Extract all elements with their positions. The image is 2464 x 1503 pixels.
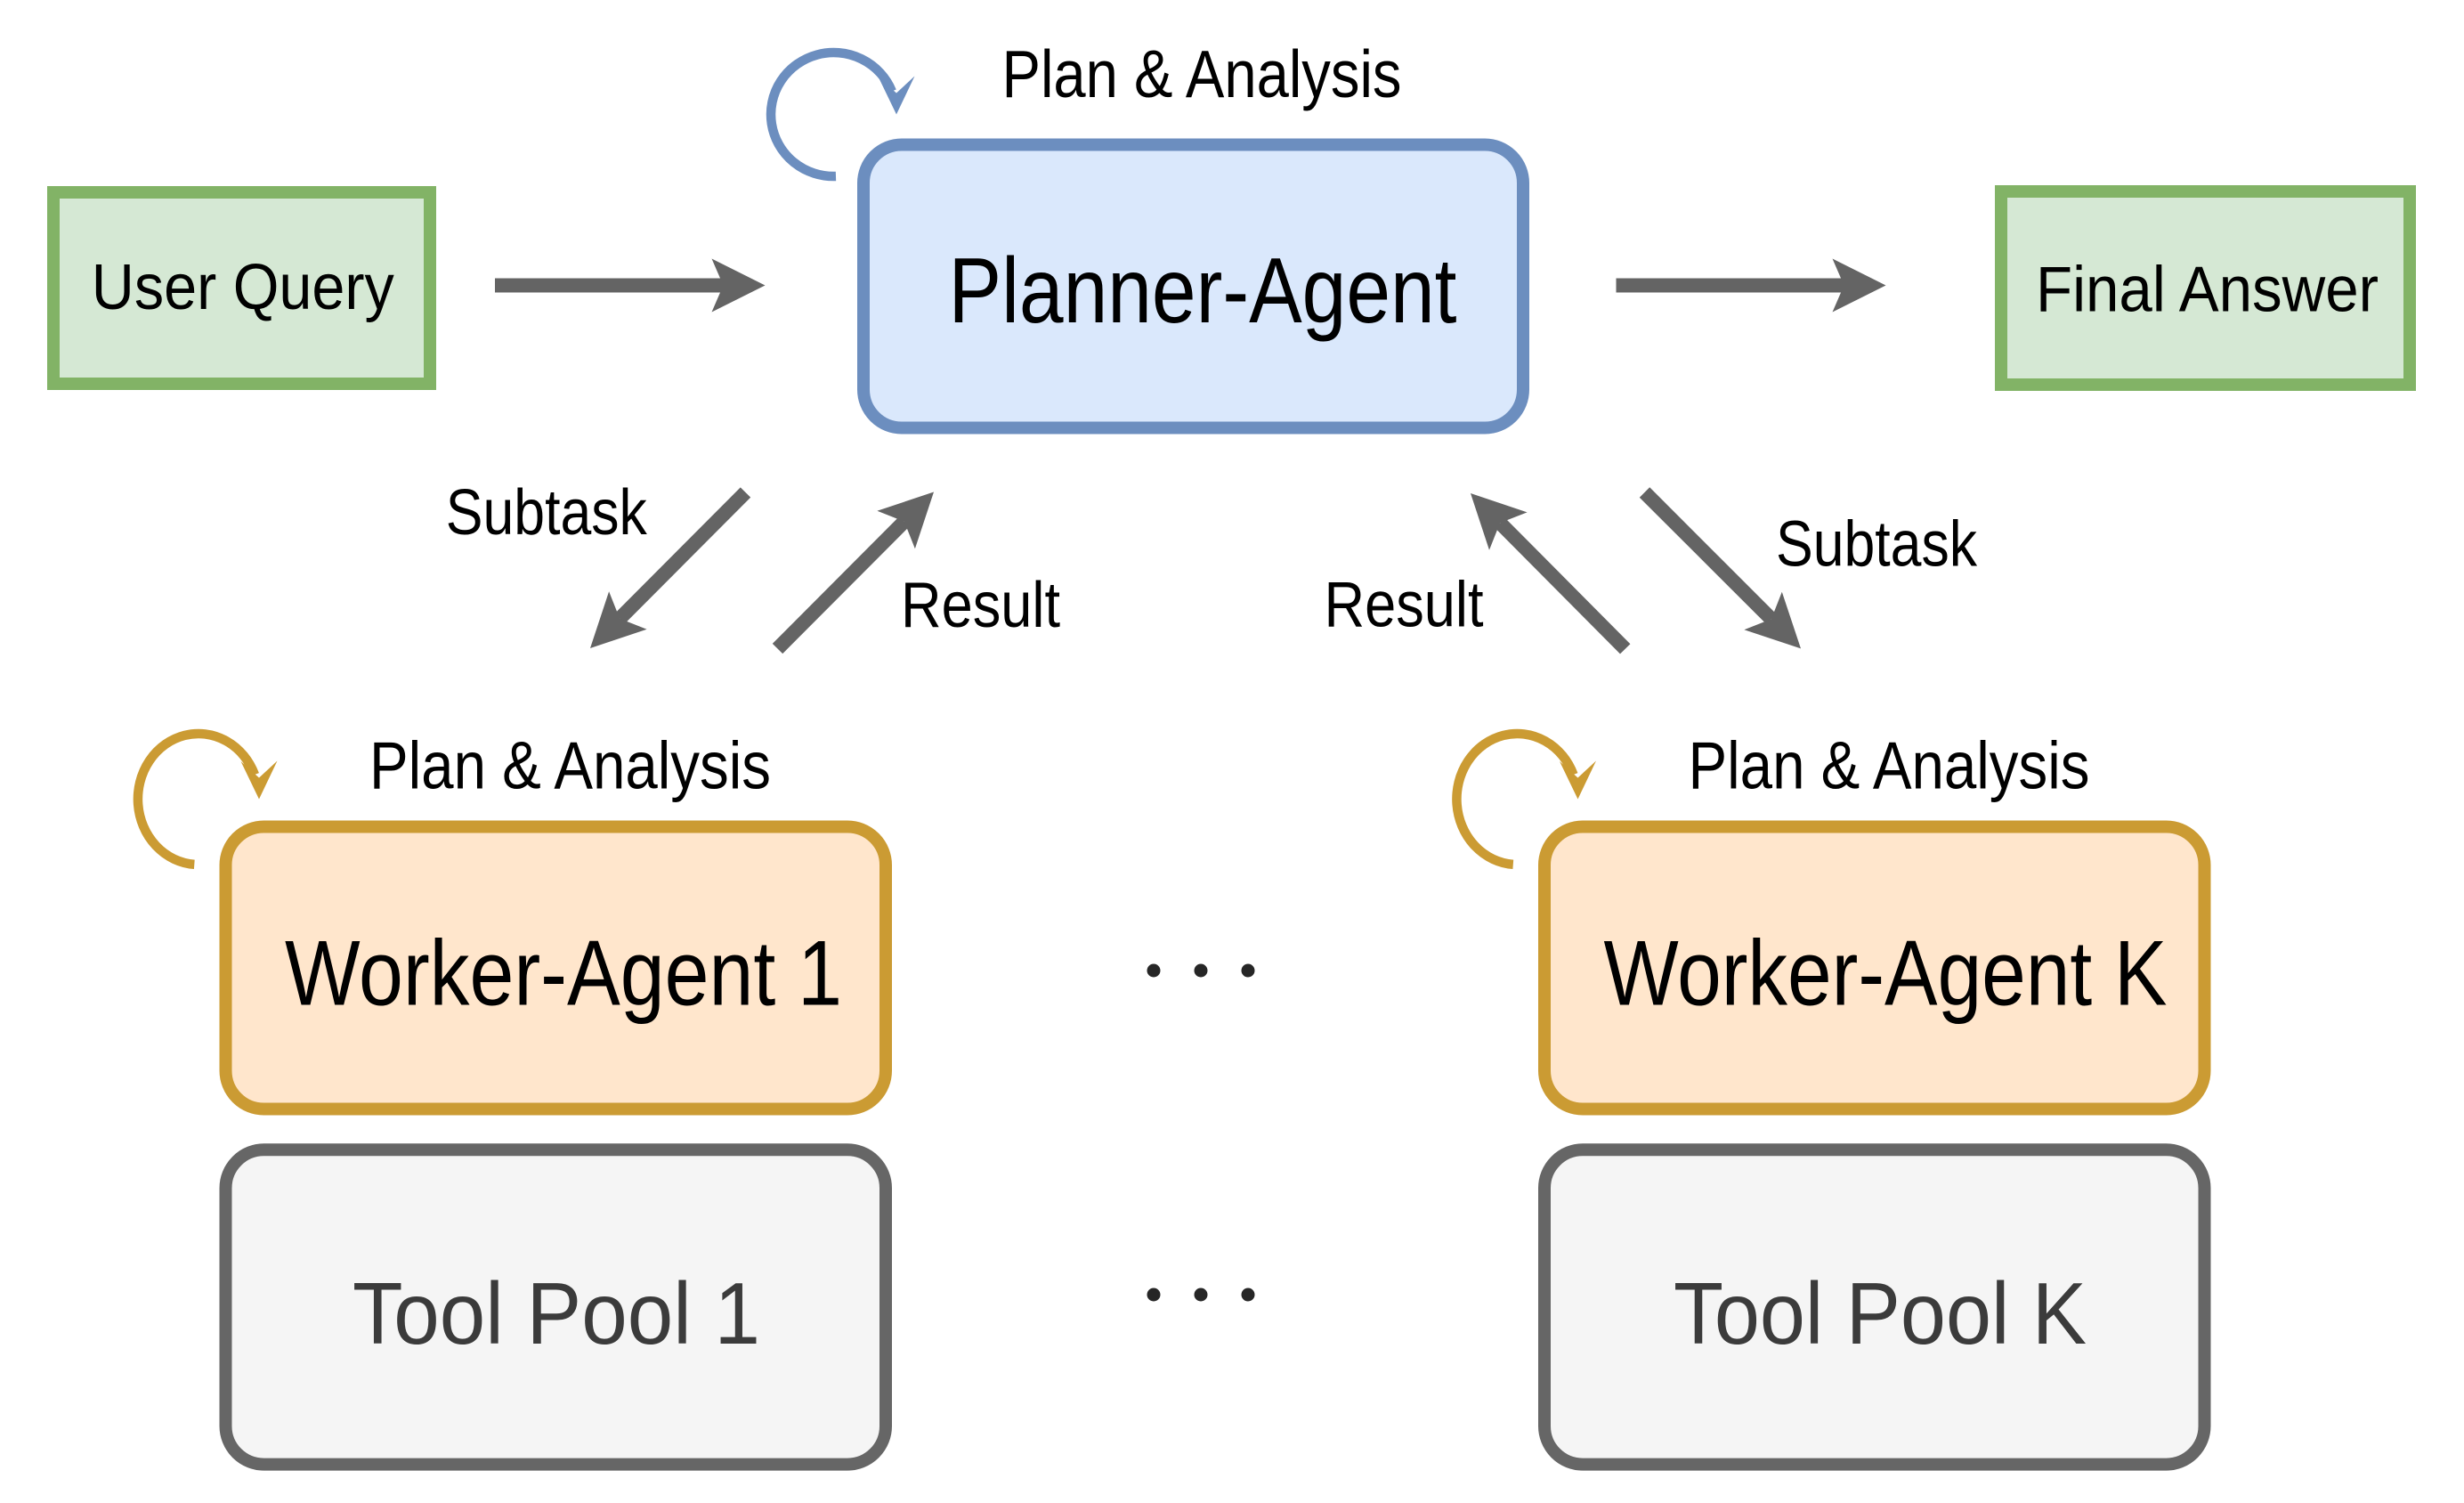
svg-text:Result: Result [1325, 570, 1484, 641]
svg-text:Result: Result [901, 570, 1060, 641]
svg-text:User Query: User Query [92, 252, 394, 323]
svg-text:Worker-Agent K: Worker-Agent K [1604, 922, 2168, 1025]
svg-text:Plan & Analysis: Plan & Analysis [1689, 727, 2090, 802]
svg-text:Planner-Agent: Planner-Agent [949, 240, 1457, 343]
svg-text:Subtask: Subtask [1776, 509, 1978, 581]
svg-text:Tool Pool K: Tool Pool K [1674, 1264, 2087, 1362]
svg-text:Plan & Analysis: Plan & Analysis [369, 727, 771, 802]
svg-text:Subtask: Subtask [446, 477, 648, 548]
svg-text:Plan & Analysis: Plan & Analysis [1002, 37, 1402, 111]
svg-text:Tool Pool 1: Tool Pool 1 [353, 1264, 760, 1362]
svg-text:Worker-Agent 1: Worker-Agent 1 [285, 922, 842, 1025]
svg-text:Final Answer: Final Answer [2036, 254, 2379, 325]
